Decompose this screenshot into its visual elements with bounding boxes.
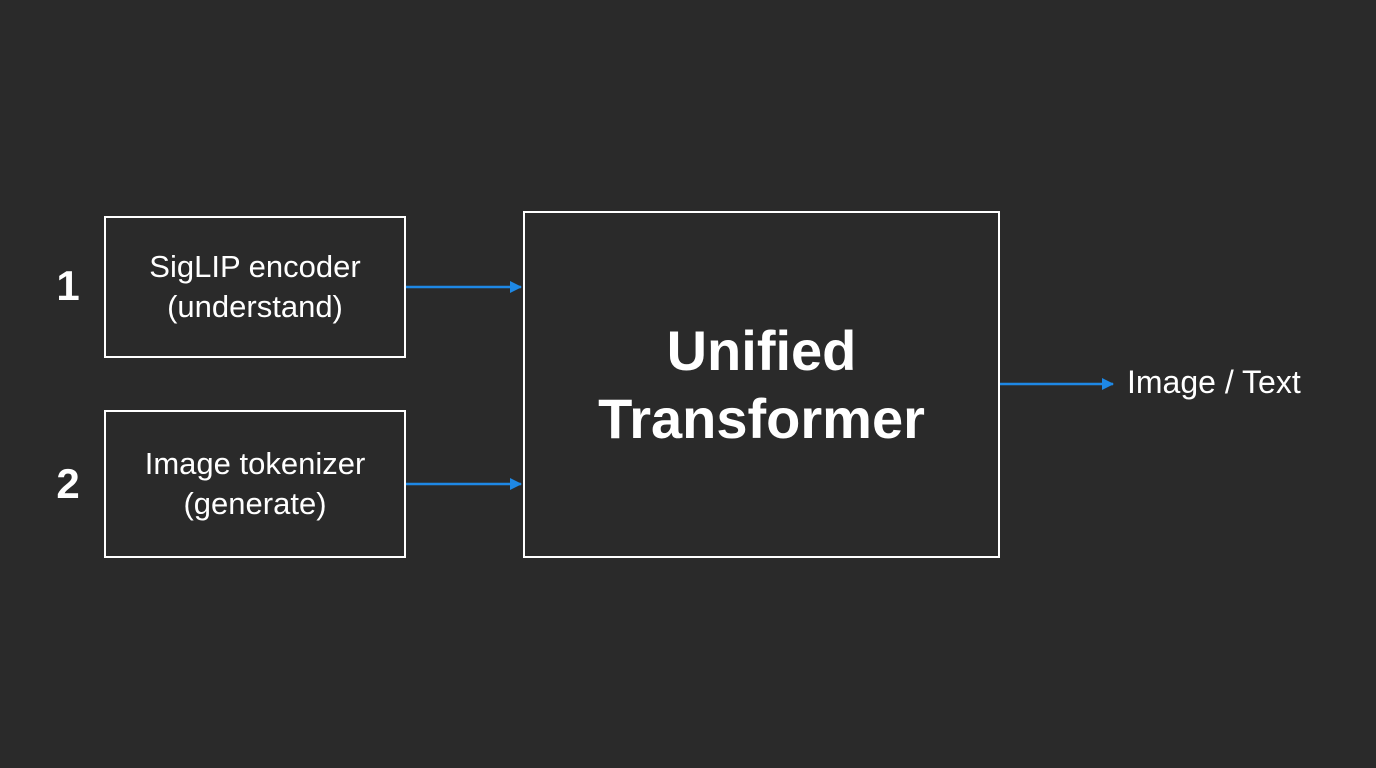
siglip-encoder-subtitle: (understand) bbox=[167, 289, 343, 324]
input-number-1: 1 bbox=[56, 262, 80, 309]
image-tokenizer-title: Image tokenizer bbox=[144, 446, 366, 481]
unified-transformer-line1: Unified bbox=[666, 318, 857, 382]
output-label: Image / Text bbox=[1127, 364, 1301, 400]
siglip-encoder-box: SigLIP encoder (understand) bbox=[104, 216, 406, 358]
unified-transformer-box: Unified Transformer bbox=[523, 211, 1000, 558]
image-tokenizer-box: Image tokenizer (generate) bbox=[104, 410, 406, 558]
image-tokenizer-subtitle: (generate) bbox=[183, 486, 327, 521]
siglip-encoder-title: SigLIP encoder bbox=[149, 249, 361, 284]
unified-transformer-line2: Transformer bbox=[598, 386, 925, 450]
input-number-2: 2 bbox=[56, 460, 80, 507]
